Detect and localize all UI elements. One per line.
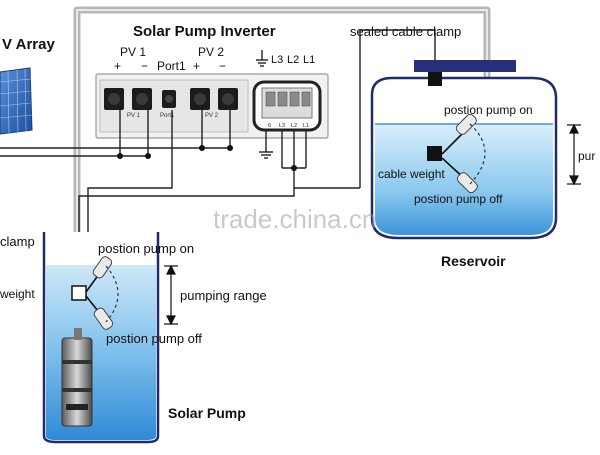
watermark: trade.china.cn bbox=[213, 204, 376, 234]
well-clamp-label: clamp bbox=[0, 234, 35, 249]
well-pump-on-label: postion pump on bbox=[98, 241, 194, 256]
term-pv1-label: PV 1 bbox=[127, 113, 141, 119]
pv1-label: PV 1 bbox=[120, 45, 146, 59]
terminal-block: 6 L3 L2 L1 bbox=[252, 80, 322, 132]
pv1-minus: − bbox=[141, 59, 148, 73]
tb-label-4: L1 bbox=[303, 123, 309, 129]
reservoir-pump-on-label: postion pump on bbox=[444, 103, 533, 117]
port1-connector bbox=[162, 90, 176, 108]
pv1-plus: + bbox=[114, 59, 121, 73]
pv2-connectors bbox=[190, 88, 238, 110]
reservoir-name: Reservoir bbox=[441, 253, 506, 269]
reservoir-pump-off-label: postion pump off bbox=[414, 192, 503, 206]
solar-pump-name: Solar Pump bbox=[168, 405, 246, 421]
pv2-plus: + bbox=[193, 59, 200, 73]
sealed-clamp-label: sealed cable clamp bbox=[350, 24, 461, 39]
l3-label: L3 bbox=[271, 54, 283, 66]
ground-symbol-bottom bbox=[259, 151, 273, 159]
reservoir-range-label: pur bbox=[578, 149, 595, 163]
port1-label: Port1 bbox=[157, 59, 186, 73]
pv1-connectors bbox=[104, 88, 152, 110]
reservoir-cable-weight-label: cable weight bbox=[378, 167, 445, 181]
submersible-pump bbox=[61, 328, 93, 427]
reservoir-tank bbox=[370, 60, 558, 240]
l2-label: L2 bbox=[287, 54, 299, 66]
term-pv2-label: PV 2 bbox=[205, 113, 219, 119]
ground-symbol-top bbox=[256, 50, 268, 67]
tb-label-1: 6 bbox=[268, 123, 271, 129]
l1-label: L1 bbox=[303, 54, 315, 66]
well-range-marker bbox=[164, 264, 178, 326]
reservoir-range-marker bbox=[567, 123, 581, 186]
term-port1-label: Port1 bbox=[160, 113, 175, 119]
inverter-box: PV 1 Port1 PV 2 6 L3 L2 L1 bbox=[95, 73, 329, 139]
well-weight-label: weight bbox=[0, 287, 35, 301]
pv2-label: PV 2 bbox=[198, 45, 224, 59]
tb-label-2: L3 bbox=[279, 123, 285, 129]
reservoir-float-switch bbox=[427, 72, 486, 194]
pv-array-label: V Array bbox=[2, 36, 55, 53]
tb-label-3: L2 bbox=[291, 123, 297, 129]
wire-junctions bbox=[117, 145, 297, 171]
well-float-switch bbox=[71, 256, 119, 330]
inverter-title: Solar Pump Inverter bbox=[133, 23, 276, 40]
well-pump-off-label: postion pump off bbox=[106, 331, 202, 346]
pv2-minus: − bbox=[219, 59, 226, 73]
well-range-label: pumping range bbox=[180, 288, 267, 303]
solar-panel bbox=[0, 67, 33, 135]
